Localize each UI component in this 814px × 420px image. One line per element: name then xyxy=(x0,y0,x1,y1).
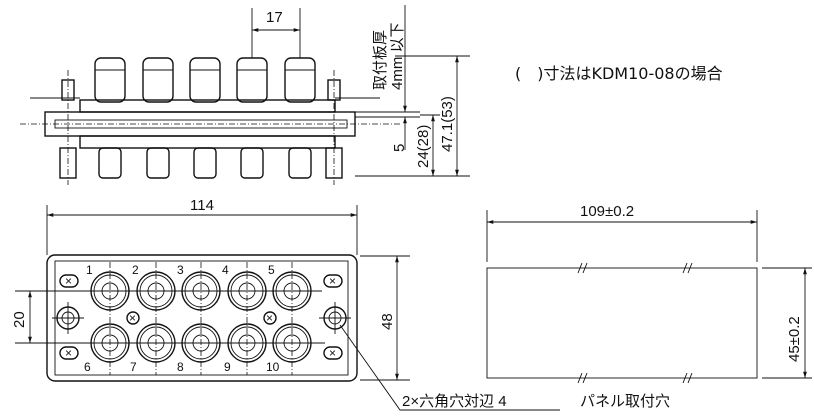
fitting-top xyxy=(189,57,221,179)
panel-cutout: 109±0.2 45±0.2 パネル取付穴 xyxy=(486,203,812,410)
dim-47: 47.1(53) xyxy=(439,96,456,152)
svg-text:×: × xyxy=(129,311,136,325)
panel-thickness-value: 4mm 以下 xyxy=(389,22,406,90)
hex-hole xyxy=(319,302,351,334)
screw: × xyxy=(323,346,343,360)
svg-text:×: × xyxy=(65,346,72,360)
panel-thickness-label: 取付板厚 xyxy=(371,30,389,90)
cutout-height-dimension: 45±0.2 xyxy=(786,316,803,362)
fitting-top xyxy=(142,57,174,179)
dimension-note: ( )寸法はKDM10-08の場合 xyxy=(515,64,723,83)
height-dimension: 48 xyxy=(379,313,396,330)
hex-note: 2×六角穴対辺 4 xyxy=(402,393,507,410)
dim-24: 24(28) xyxy=(415,125,432,168)
pitch-dimension: 17 xyxy=(266,9,283,26)
width-dimension: 114 xyxy=(190,197,214,214)
screw: × xyxy=(323,274,343,288)
screw: × xyxy=(59,346,79,360)
port-numbers: 1 2 3 4 5 6 7 8 9 10 xyxy=(84,263,280,374)
screw: × xyxy=(59,274,79,288)
port-number: 9 xyxy=(224,360,231,374)
port-number: 8 xyxy=(177,360,184,374)
svg-text:×: × xyxy=(329,274,336,288)
port-number: 10 xyxy=(266,360,280,374)
front-view: 114 × × × × × × 1 2 3 4 xyxy=(11,197,560,411)
port-number: 3 xyxy=(177,263,184,277)
row-pitch-dimension: 20 xyxy=(11,311,28,328)
screw: × xyxy=(263,311,277,325)
svg-text:×: × xyxy=(266,311,273,325)
hex-hole xyxy=(52,302,84,334)
screw: × xyxy=(126,311,140,325)
fitting-top xyxy=(94,57,126,179)
cutout-width-dimension: 109±0.2 xyxy=(580,203,634,220)
port-number: 2 xyxy=(132,263,139,277)
port-number: 6 xyxy=(84,360,91,374)
svg-text:×: × xyxy=(65,274,72,288)
fitting-top xyxy=(236,57,268,179)
port-number: 1 xyxy=(86,263,93,277)
port-number: 7 xyxy=(130,360,137,374)
fitting-top xyxy=(284,57,316,179)
dim-5: 5 xyxy=(391,144,408,152)
side-view: 17 取付板厚 4mm 以下 5 24(28) 47.1(53) xyxy=(20,5,470,185)
port-number: 5 xyxy=(268,263,275,277)
cutout-label: パネル取付穴 xyxy=(580,393,670,410)
port-number: 4 xyxy=(222,263,229,277)
svg-text:×: × xyxy=(329,346,336,360)
